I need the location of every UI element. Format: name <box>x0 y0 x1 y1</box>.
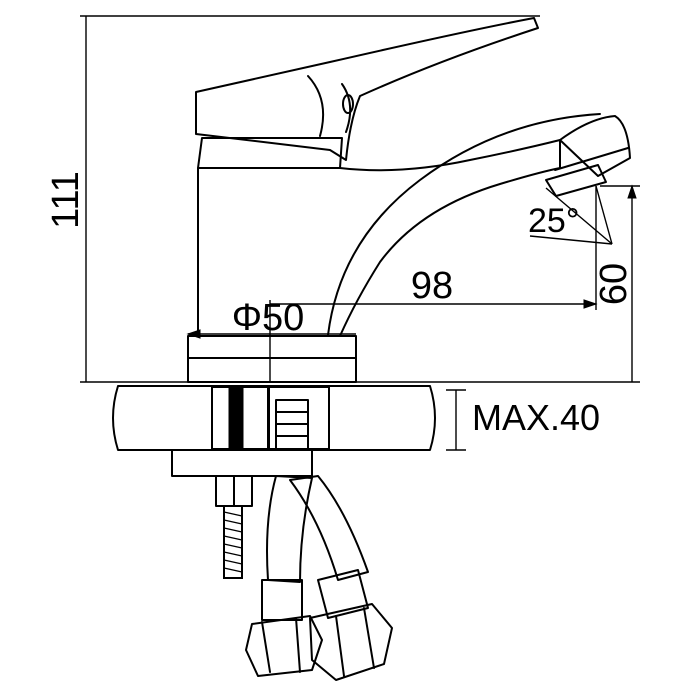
max-thickness-label: MAX.40 <box>472 397 600 438</box>
dimension-angle: 25° <box>528 185 613 245</box>
thread-lines <box>223 511 243 573</box>
mounting-stud <box>171 385 313 579</box>
spout-angle-label: 25° <box>528 202 579 240</box>
hose-nut-left <box>245 579 323 677</box>
dimension-max-thickness: MAX.40 <box>446 389 600 451</box>
dimension-98: 98 <box>270 186 598 310</box>
inlet-connector <box>275 399 309 451</box>
height-total-label: 111 <box>45 171 87 229</box>
dimension-111: 111 <box>45 15 640 383</box>
spout-reach-label: 98 <box>411 265 453 307</box>
faucet-body <box>187 113 631 383</box>
handle-lever <box>195 17 539 161</box>
braided-hoses <box>266 475 369 583</box>
hose-nut-right <box>309 569 393 681</box>
dimension-diameter: Φ50 <box>186 297 356 382</box>
countertop-section <box>112 385 436 451</box>
dimension-60: 60 <box>593 184 640 382</box>
spout-height-label: 60 <box>593 263 635 305</box>
base-diameter-label: Φ50 <box>232 297 305 339</box>
